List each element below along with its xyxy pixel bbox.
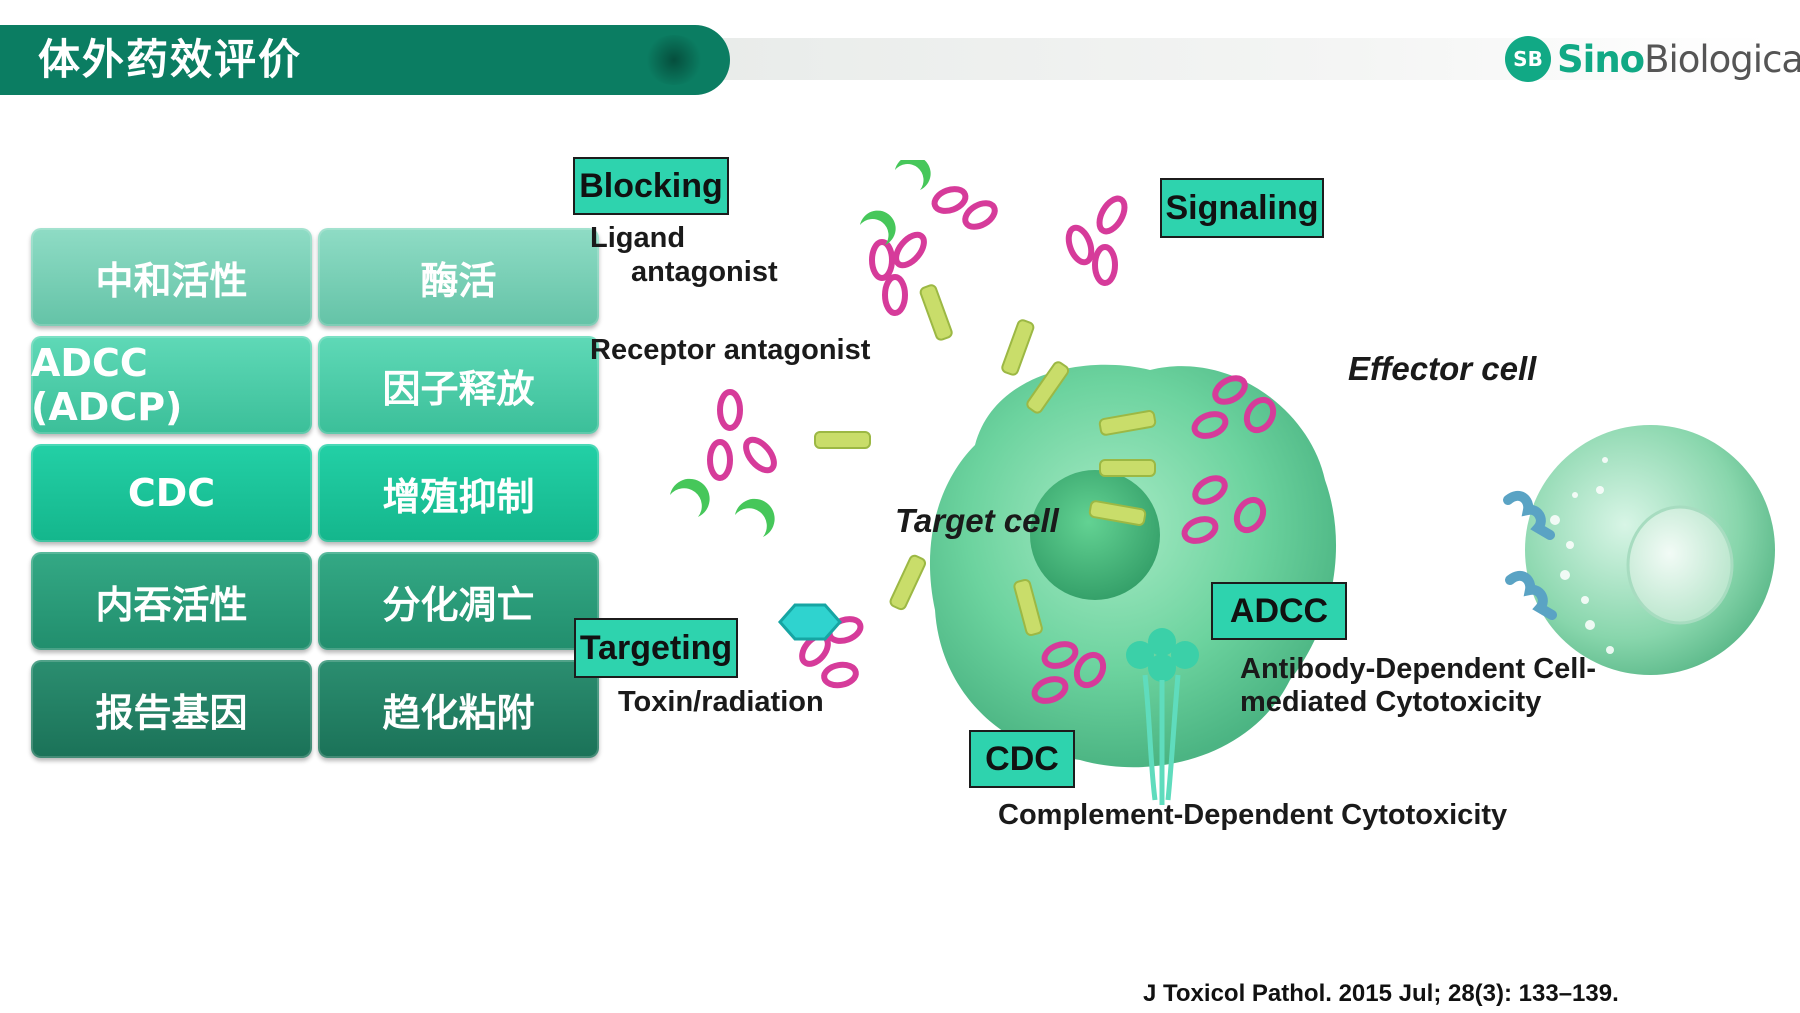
adcc-desc-line1: Antibody-Dependent Cell- xyxy=(1240,653,1597,685)
btn-chemotaxis-adhesion[interactable]: 趋化粘附 xyxy=(318,660,599,758)
toxin-label: Toxin/radiation xyxy=(618,686,824,718)
target-cell-icon xyxy=(929,364,1337,768)
adcc-box: ADCC xyxy=(1211,582,1347,640)
blocking-box: Blocking xyxy=(573,157,729,215)
adcc-desc-line2: mediated Cytotoxicity xyxy=(1240,686,1542,718)
btn-enzyme-activity[interactable]: 酶活 xyxy=(318,228,599,326)
page-title: 体外药效评价 xyxy=(38,35,303,84)
btn-reporter-gene[interactable]: 报告基因 xyxy=(31,660,312,758)
antagonist-label: antagonist xyxy=(631,256,778,288)
targeting-box: Targeting xyxy=(574,618,738,678)
ligand-icon xyxy=(670,160,931,537)
btn-adcc-adcp[interactable]: ADCC (ADCP) xyxy=(31,336,312,434)
logo-badge-icon: SB xyxy=(1505,36,1551,82)
header-bar xyxy=(720,38,1770,80)
mechanism-diagram xyxy=(670,160,1775,805)
btn-proliferation-inhibition[interactable]: 增殖抑制 xyxy=(318,444,599,542)
citation: J Toxicol Pathol. 2015 Jul; 28(3): 133–1… xyxy=(1143,980,1619,1007)
complement-icon xyxy=(1126,628,1199,805)
signaling-box: Signaling xyxy=(1160,178,1324,238)
cdc-box: CDC xyxy=(969,730,1075,788)
toxin-icon xyxy=(777,603,843,641)
btn-cytokine-release[interactable]: 因子释放 xyxy=(318,336,599,434)
header-band xyxy=(0,25,730,95)
antibody-icon xyxy=(707,186,1277,704)
receptor-antagonist-label: Receptor antagonist xyxy=(590,334,871,366)
cdc-desc-label: Complement-Dependent Cytotoxicity xyxy=(998,799,1508,831)
target-cell-label: Target cell xyxy=(895,502,1059,539)
btn-neutralizing-activity[interactable]: 中和活性 xyxy=(31,228,312,326)
logo-brand-green: Sino xyxy=(1557,37,1645,81)
effector-cell-icon xyxy=(1503,425,1775,675)
logo-brand-gray: Biological xyxy=(1644,37,1800,81)
btn-internalization[interactable]: 内吞活性 xyxy=(31,552,312,650)
sino-biological-logo: SB Sino Biological xyxy=(1505,34,1800,84)
btn-differentiation-apoptosis[interactable]: 分化凋亡 xyxy=(318,552,599,650)
btn-cdc[interactable]: CDC xyxy=(31,444,312,542)
receptor-icon xyxy=(814,284,1157,636)
ligand-label: Ligand xyxy=(590,222,686,254)
effector-cell-label: Effector cell xyxy=(1348,350,1537,387)
